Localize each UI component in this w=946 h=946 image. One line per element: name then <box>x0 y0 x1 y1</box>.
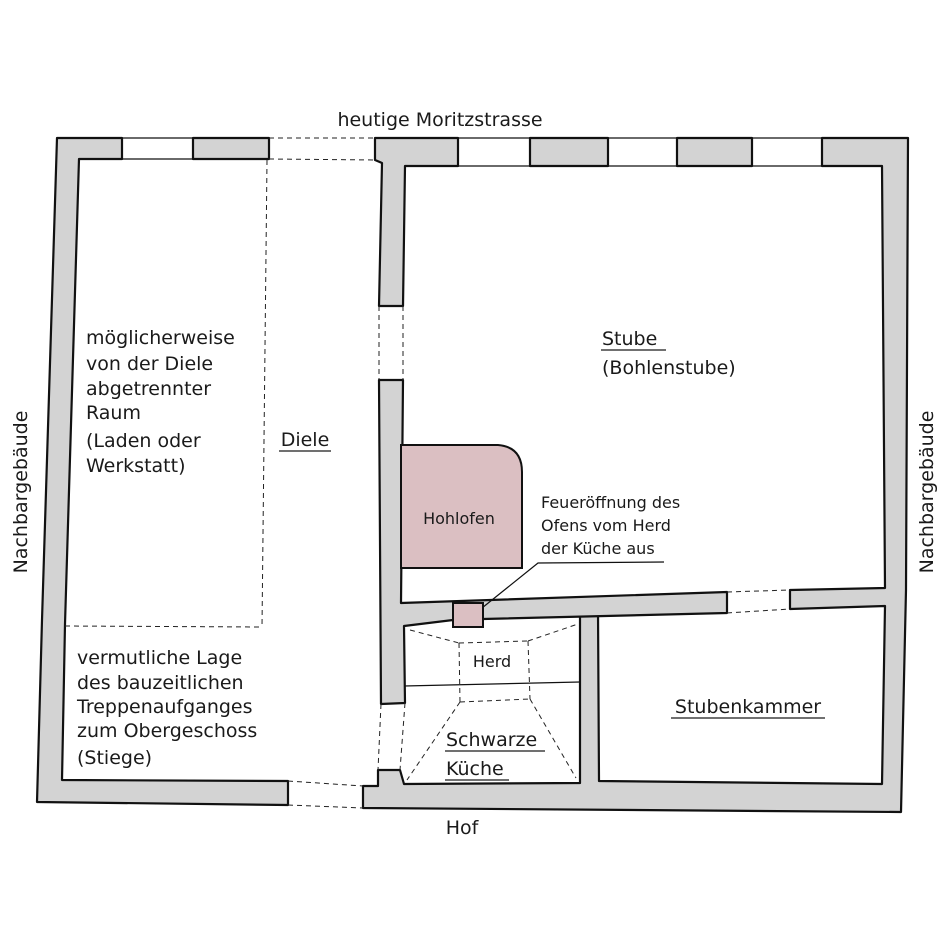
svg-text:des bauzeitlichen: des bauzeitlichen <box>77 672 244 694</box>
wall-top-pier-mid <box>528 136 610 168</box>
stairs-label: vermutliche Lage des bauzeitlichen Trepp… <box>76 647 257 769</box>
svg-text:von der Diele: von der Diele <box>86 353 213 375</box>
stube-title: Stube <box>602 328 657 350</box>
wall-left-outer <box>35 136 290 807</box>
hohlofen-label: Hohlofen <box>423 509 495 528</box>
neighbor-left-label: Nachbargebäude <box>10 411 32 574</box>
wall-right-outer <box>361 136 910 814</box>
svg-text:Werkstatt): Werkstatt) <box>86 455 185 477</box>
hohlofen <box>400 444 523 569</box>
svg-text:Ofens vom Herd: Ofens vom Herd <box>541 516 671 535</box>
svg-text:zum Obergeschoss: zum Obergeschoss <box>77 720 257 742</box>
courtyard-label: Hof <box>446 817 480 839</box>
openings <box>122 137 822 687</box>
svg-text:Raum: Raum <box>86 402 141 424</box>
neighbor-right-label: Nachbargebäude <box>916 411 938 574</box>
stube-subtitle: (Bohlenstube) <box>602 357 736 379</box>
fire-note-label: Feueröffnung des Ofens vom Herd der Küch… <box>541 493 680 558</box>
dashed-lines <box>64 137 791 809</box>
svg-text:vermutliche Lage: vermutliche Lage <box>77 647 242 669</box>
svg-text:abgetrennter: abgetrennter <box>86 378 211 400</box>
svg-text:Feueröffnung des: Feueröffnung des <box>541 493 680 512</box>
wall-top-pier-right <box>675 136 754 168</box>
kitchen-label: Schwarze Küche <box>445 729 545 781</box>
fire-opening <box>452 602 484 628</box>
svg-text:der Küche aus: der Küche aus <box>541 539 655 558</box>
svg-text:möglicherweise: möglicherweise <box>86 327 235 349</box>
street-label: heutige Moritzstrasse <box>337 109 542 131</box>
wall-top-pier-left <box>191 136 271 161</box>
svg-text:Schwarze: Schwarze <box>446 729 537 751</box>
herd-label: Herd <box>473 652 511 671</box>
wall-diele-right-upper <box>373 136 460 308</box>
svg-text:(Stiege): (Stiege) <box>77 747 152 769</box>
room-left-label: möglicherweise von der Diele abgetrennte… <box>86 327 235 477</box>
svg-text:Treppenaufganges: Treppenaufganges <box>76 696 253 718</box>
svg-text:Küche: Küche <box>446 758 504 780</box>
svg-text:(Laden oder: (Laden oder <box>86 430 201 452</box>
diele-label: Diele <box>281 429 330 451</box>
stubenkammer-label: Stubenkammer <box>675 696 821 718</box>
